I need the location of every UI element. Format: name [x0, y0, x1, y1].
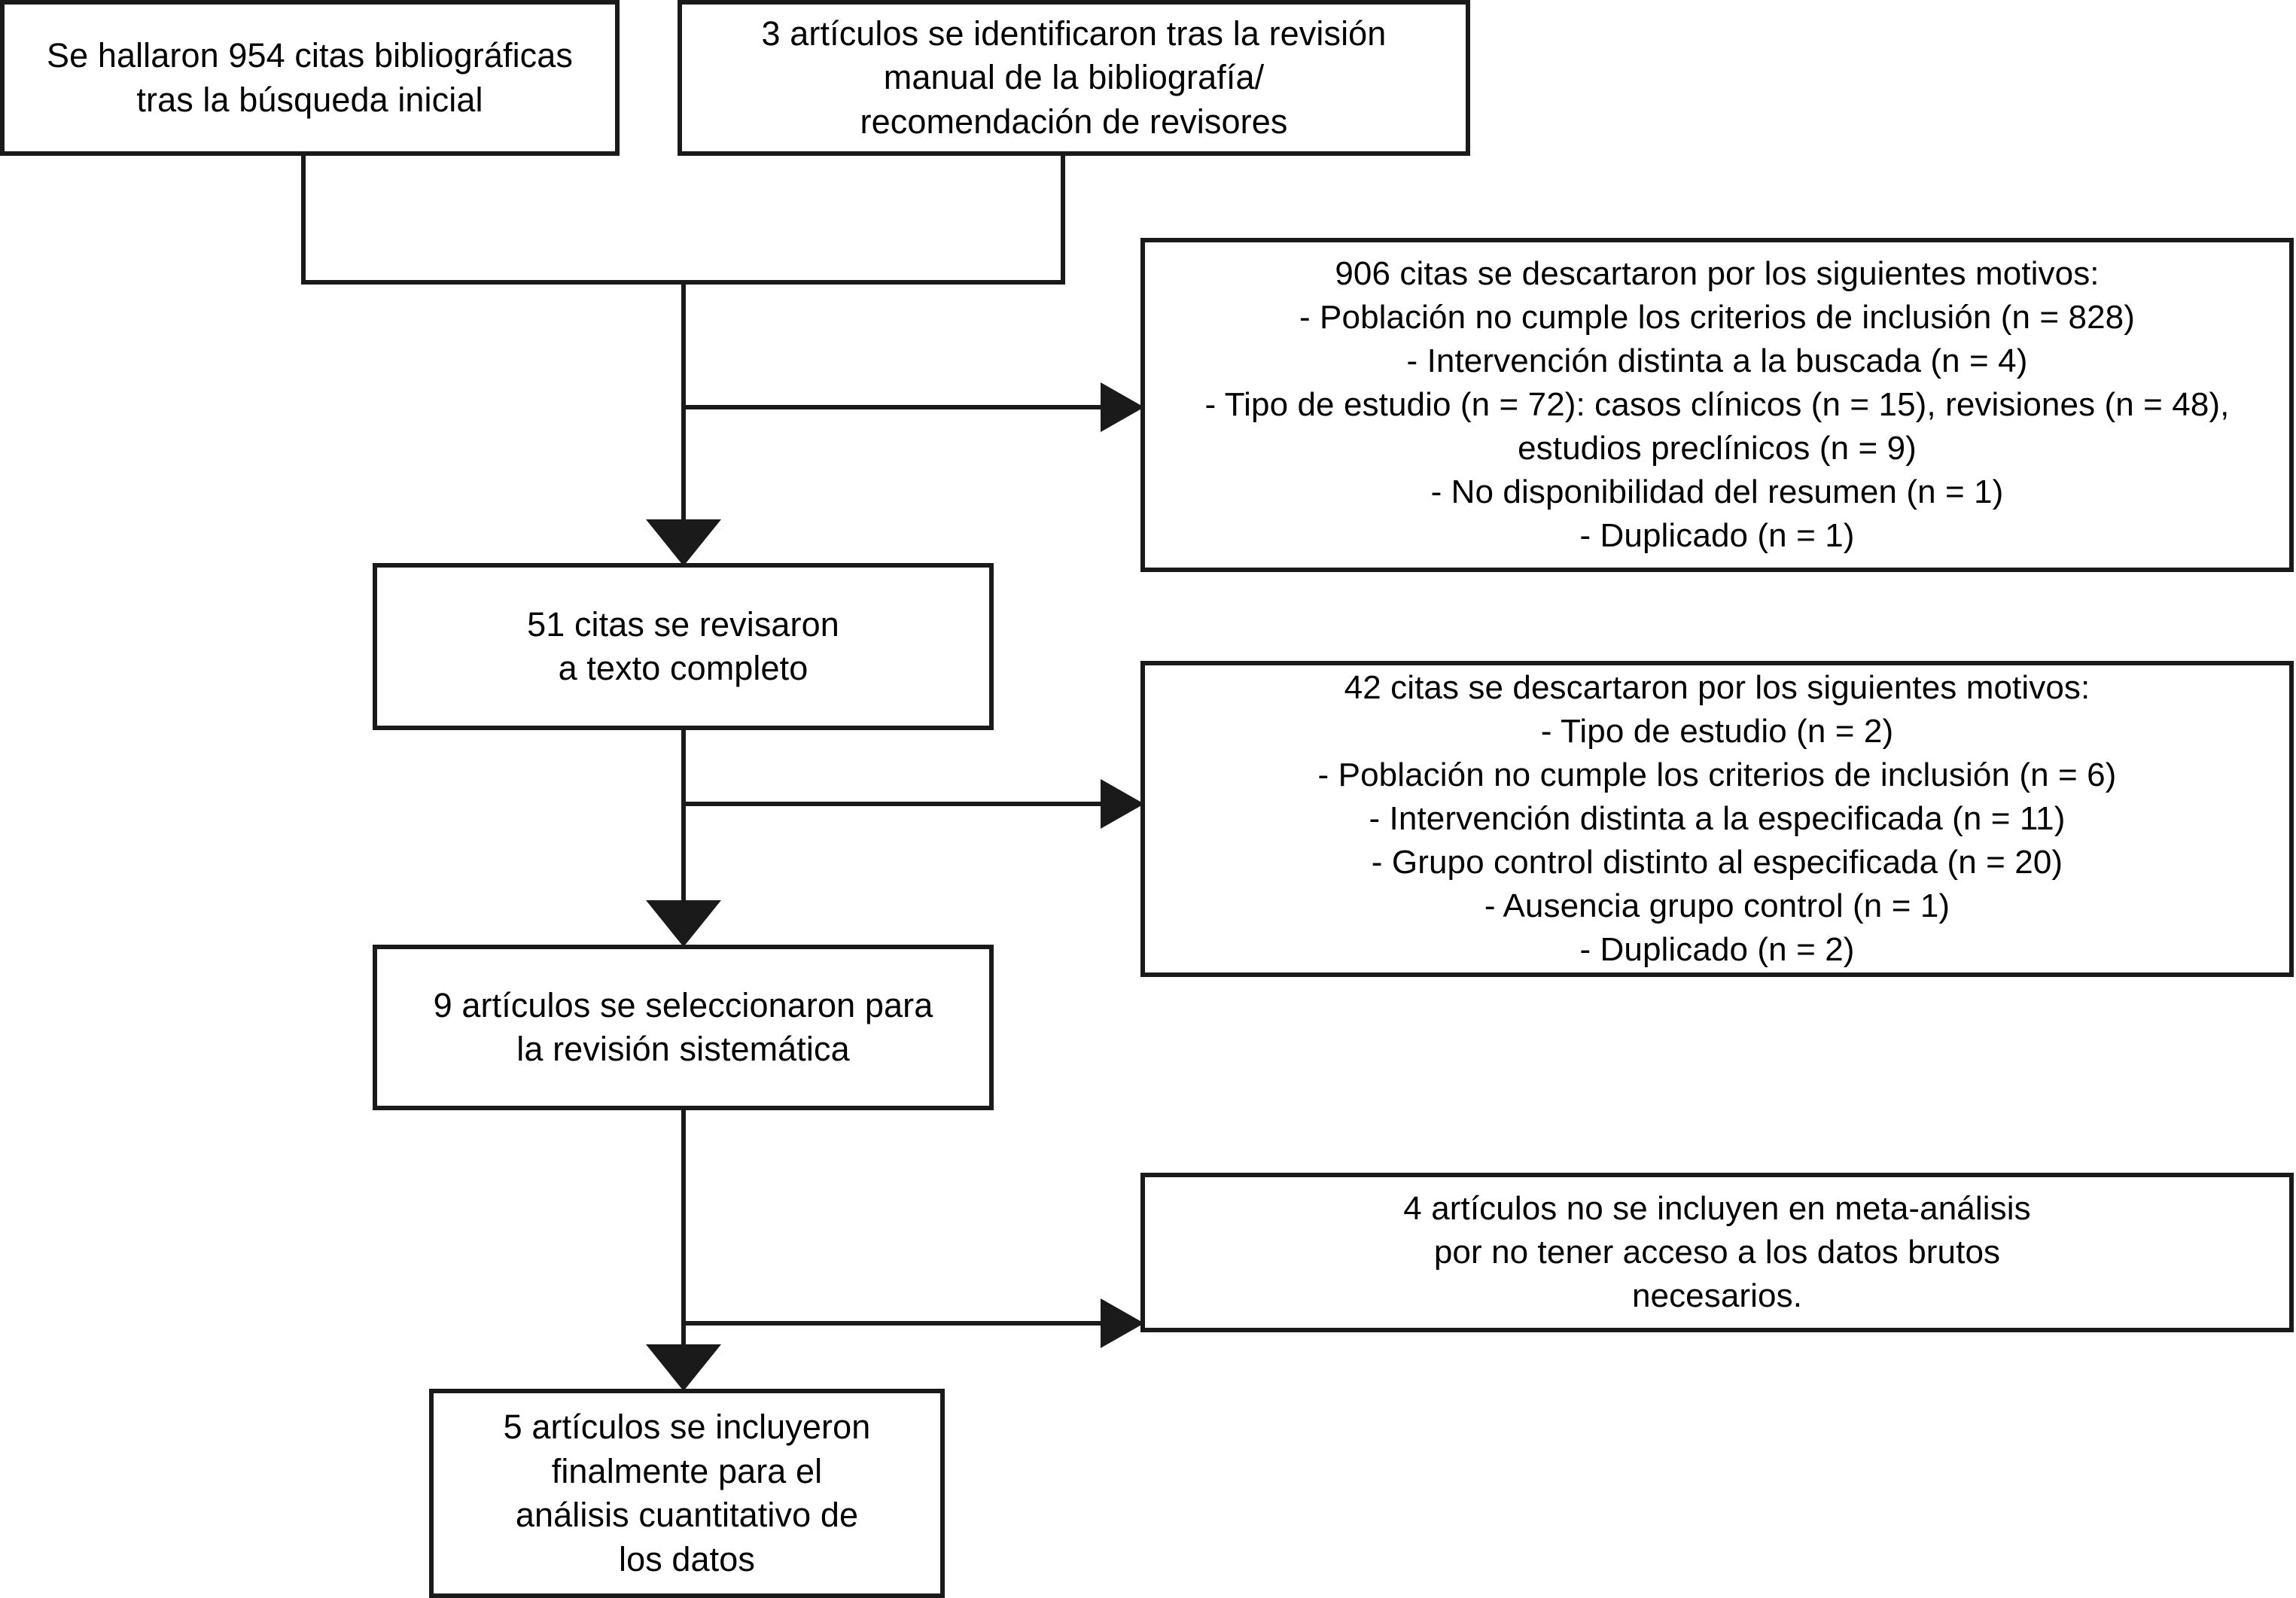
arrowhead-right-excluded-fulltext — [1101, 779, 1144, 829]
box-excluded-metaanalysis: 4 artículos no se incluyen en meta-análi… — [1140, 1173, 2294, 1332]
arrowhead-right-excluded-metaanalysis — [1101, 1298, 1144, 1348]
box-initial-search: Se hallaron 954 citas bibliográficas tra… — [0, 0, 620, 156]
box-quantitative-analysis: 5 artículos se incluyeron finalmente par… — [429, 1389, 945, 1598]
box-systematic-review: 9 artículos se seleccionaron para la rev… — [373, 945, 994, 1110]
box-manual-search: 3 artículos se identificaron tras la rev… — [678, 0, 1470, 156]
box-full-text-assessed: 51 citas se revisaron a texto completo — [373, 563, 994, 730]
arrowhead-right-excluded-screening — [1101, 382, 1144, 432]
arrowhead-down-to-systematic-review — [646, 900, 721, 947]
arrowhead-down-to-fulltext — [646, 519, 721, 566]
arrowhead-down-to-quantitative — [646, 1344, 721, 1391]
box-excluded-screening: 906 citas se descartaron por los siguien… — [1140, 238, 2294, 572]
box-excluded-fulltext: 42 citas se descartaron por los siguient… — [1140, 661, 2294, 977]
